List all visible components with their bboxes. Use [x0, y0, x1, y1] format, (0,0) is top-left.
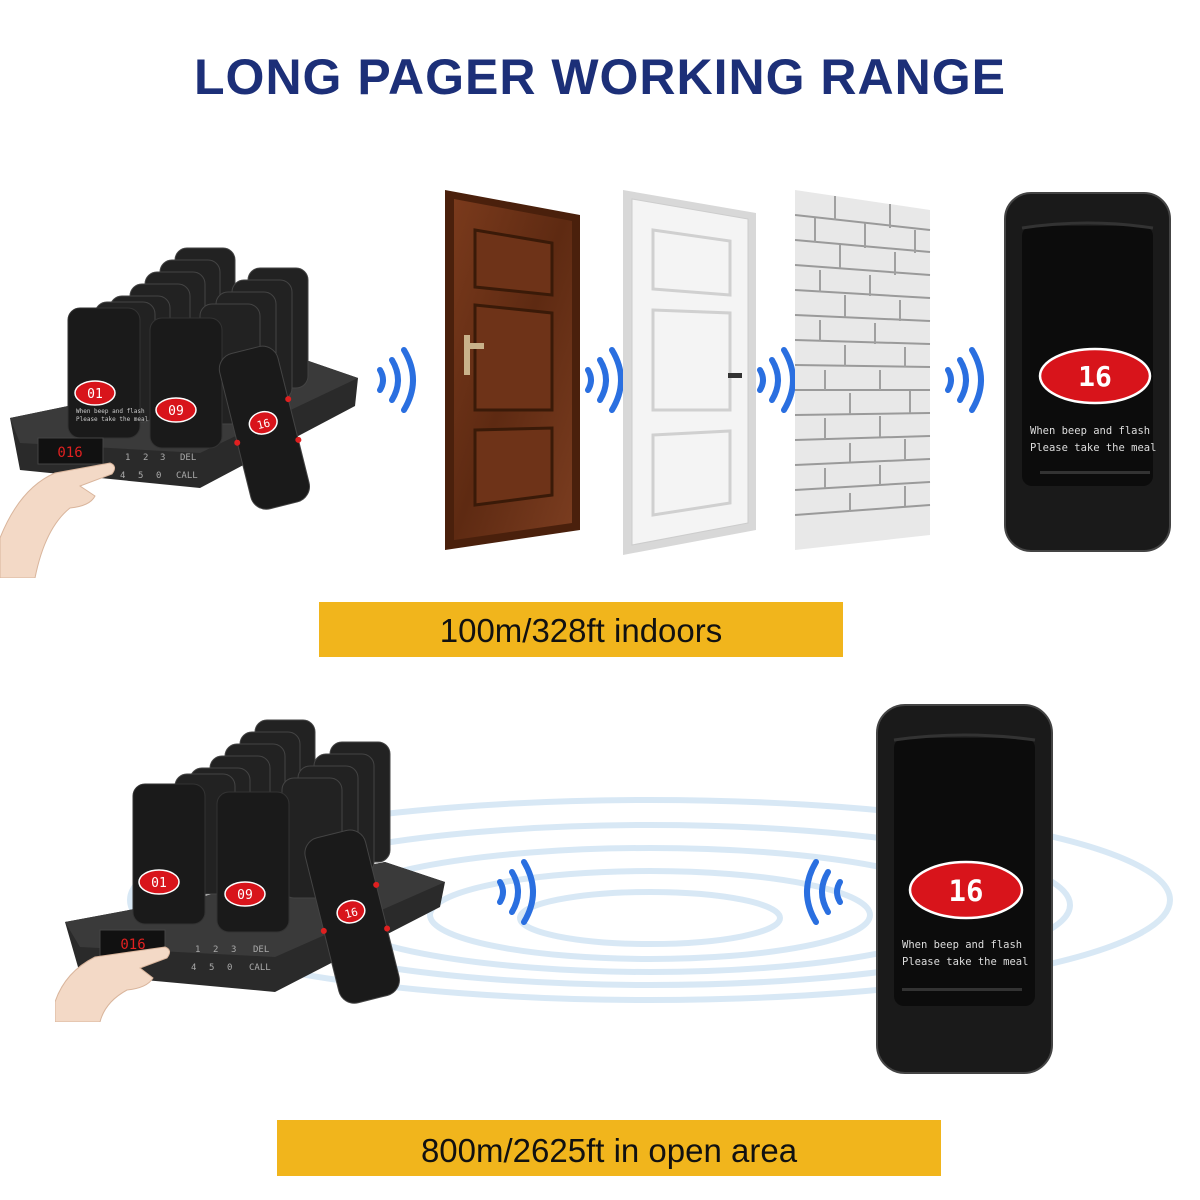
brick-wall-image [795, 190, 931, 550]
display-readout: 016 [57, 445, 82, 461]
signal-waves-icon [585, 347, 624, 413]
pager-number-16: 16 [256, 416, 272, 432]
svg-text:DEL: DEL [253, 945, 269, 955]
pager-text: When beep and flash [76, 408, 145, 415]
receiver-text-line1: When beep and flash [902, 939, 1022, 951]
signal-waves-icon [757, 347, 796, 413]
display-readout: 016 [120, 937, 145, 953]
svg-text:2: 2 [143, 453, 148, 463]
svg-text:0: 0 [227, 963, 232, 973]
signal-waves-icon [804, 859, 843, 925]
base-station-image: 01 09 016 1 2 3 DEL 4 5 0 CALL 16 [55, 719, 445, 1022]
svg-text:3: 3 [160, 453, 165, 463]
outdoor-range-label: 800m/2625ft in open area [277, 1120, 941, 1176]
white-door-image [623, 190, 756, 555]
base-station-image: 01 09 When beep and flash Please take th… [0, 247, 358, 578]
svg-text:CALL: CALL [249, 963, 271, 973]
receiver-text-line1: When beep and flash [1030, 425, 1150, 437]
signal-waves-icon [497, 859, 536, 925]
svg-text:CALL: CALL [176, 471, 198, 481]
page-title: LONG PAGER WORKING RANGE [194, 49, 1006, 105]
svg-text:2: 2 [213, 945, 218, 955]
receiver-number: 16 [1078, 360, 1112, 393]
wooden-door-image [445, 190, 580, 550]
indoor-range-label: 100m/328ft indoors [319, 602, 843, 657]
pager-number-09: 09 [168, 404, 184, 419]
svg-text:4: 4 [120, 471, 125, 481]
receiver-text-line2: Please take the meal [902, 956, 1028, 968]
pager-text: Please take the meal [76, 416, 149, 423]
receiver-pager-image: 16 When beep and flash Please take the m… [876, 704, 1053, 1074]
signal-waves-icon [377, 347, 416, 413]
svg-text:3: 3 [231, 945, 236, 955]
signal-waves-icon [945, 347, 984, 413]
svg-text:5: 5 [138, 471, 143, 481]
svg-text:5: 5 [209, 963, 214, 973]
pager-number-16: 16 [343, 905, 359, 921]
pager-number-09: 09 [237, 888, 253, 903]
pager-number-01: 01 [87, 387, 103, 402]
svg-text:1: 1 [125, 453, 130, 463]
receiver-pager-image: 16 When beep and flash Please take the m… [1004, 192, 1171, 552]
receiver-text-line2: Please take the meal [1030, 442, 1156, 454]
pager-number-01: 01 [151, 876, 167, 891]
svg-text:0: 0 [156, 471, 161, 481]
svg-text:4: 4 [191, 963, 196, 973]
receiver-number: 16 [949, 874, 984, 908]
svg-text:1: 1 [195, 945, 200, 955]
svg-text:DEL: DEL [180, 453, 196, 463]
